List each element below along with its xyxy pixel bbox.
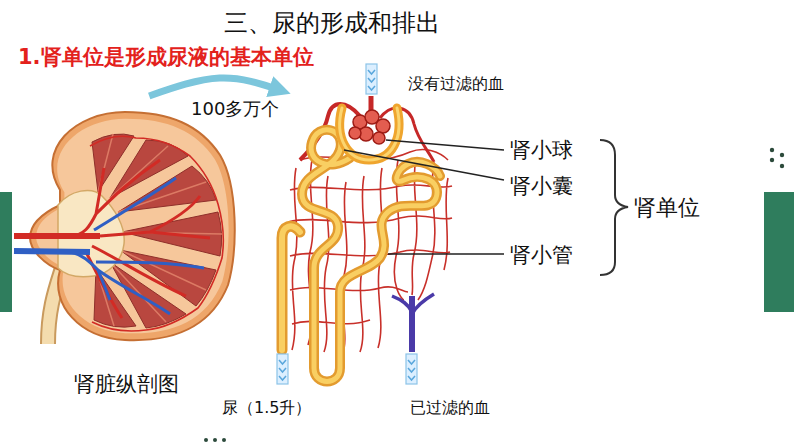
flow-label: 没有过滤的血 [408,75,504,93]
capillary-loop [373,132,385,144]
glomerular-capsule [340,108,399,160]
dot [780,164,784,168]
flow-tag [406,354,417,384]
flow-tag-arrows [368,70,375,90]
capsule-highlight [340,108,399,160]
kidney-capsule [30,112,235,340]
renal-cortex [36,119,228,334]
kidney-drawing [14,112,235,344]
part-name: 肾小球 [510,138,573,162]
leader-lines [344,140,504,254]
count-label: 100多万个 [191,99,279,120]
dot [204,438,208,442]
capillary-loop [376,119,390,133]
collecting-duct [282,226,300,350]
capsule-guide [340,108,399,160]
figure-caption: 肾脏纵剖图 [74,372,179,396]
brace [600,140,628,275]
flow-label: 尿（1.5升） [222,399,311,417]
kidney-section: 肾脏纵剖图 [10,96,242,398]
flow-tag [366,64,377,94]
content-card [12,0,764,447]
capillary-loop [349,127,361,139]
decor-dots [204,148,784,442]
dot [770,148,774,152]
vein [409,296,415,352]
renal-vein-branches [70,178,204,314]
collecting-duct-outline [282,226,300,350]
dot [222,438,226,442]
dot [780,153,784,157]
renal-tubule-outline [302,130,440,382]
dot [213,438,217,442]
flow-label: 已过滤的血 [410,399,490,417]
part-name: 肾小囊 [510,174,573,198]
renal-artery [14,233,100,239]
flow-tag-arrows [408,360,415,380]
connector-arrow [149,78,280,96]
flow-tag-arrows [279,360,286,380]
slide-title: 三、尿的形成和排出 [224,10,440,38]
renal-tubule [302,130,440,382]
vein-branches [392,294,434,314]
glomerulus [349,110,390,144]
renal-vein [14,251,90,252]
nephron: 肾单位 [290,70,720,415]
section-heading: 1.肾单位是形成尿液的基本单位 [18,45,314,69]
nephron-drawing [277,64,452,384]
part-name: 肾单位 [634,195,700,220]
part-name: 肾小管 [510,243,573,267]
dot [770,158,774,162]
flow-tag [277,354,288,384]
